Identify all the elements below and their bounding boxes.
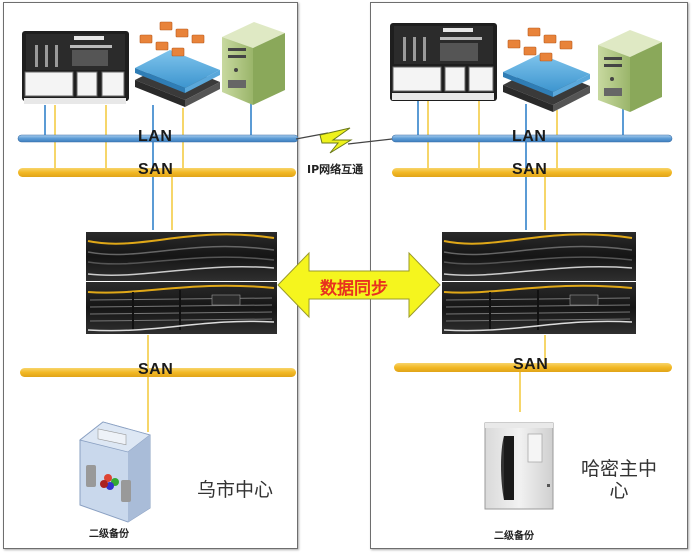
san-bus-top-right: [392, 168, 672, 177]
site-right: [390, 23, 673, 510]
rack-server-icon: [22, 31, 129, 104]
backup-label-right: 二级备份: [494, 531, 534, 542]
lan-label-right: LAN: [512, 128, 547, 145]
lightning-bolt-icon: [319, 127, 353, 154]
san-label-top-left: SAN: [138, 161, 174, 178]
lan-label-left: LAN: [138, 128, 173, 145]
tower-server-icon: [222, 22, 285, 105]
backup-label-left: 二级备份: [89, 529, 129, 540]
san-bus-bottom-left: [20, 368, 296, 377]
data-sync-arrow: [277, 251, 441, 319]
double-arrow-icon: [277, 251, 441, 319]
site-left: [17, 21, 299, 523]
rack-server-icon: [390, 23, 497, 101]
san-label-bottom-left: SAN: [138, 361, 174, 378]
san-bus-top-left: [18, 168, 296, 177]
site-name-right: 哈密主中心: [580, 458, 657, 502]
tape-library-icon: [484, 422, 554, 510]
tower-server-icon: [598, 30, 662, 112]
virtualization-host-icon: [503, 27, 590, 112]
data-sync-label: 数据同步: [320, 279, 388, 299]
lan-bus-right: [391, 134, 673, 143]
site-name-left: 乌市中心: [196, 479, 273, 501]
ip-interconnect-label: IP网络互通: [307, 163, 364, 176]
ip-interconnect: [295, 127, 393, 154]
backup-appliance-icon: [79, 421, 151, 523]
san-bus-bottom-right: [394, 363, 672, 372]
san-label-top-right: SAN: [512, 161, 548, 178]
disk-array-icon: [442, 232, 636, 334]
san-label-bottom-right: SAN: [513, 356, 549, 373]
disk-array-icon: [86, 232, 277, 334]
virtualization-host-icon: [135, 21, 220, 107]
